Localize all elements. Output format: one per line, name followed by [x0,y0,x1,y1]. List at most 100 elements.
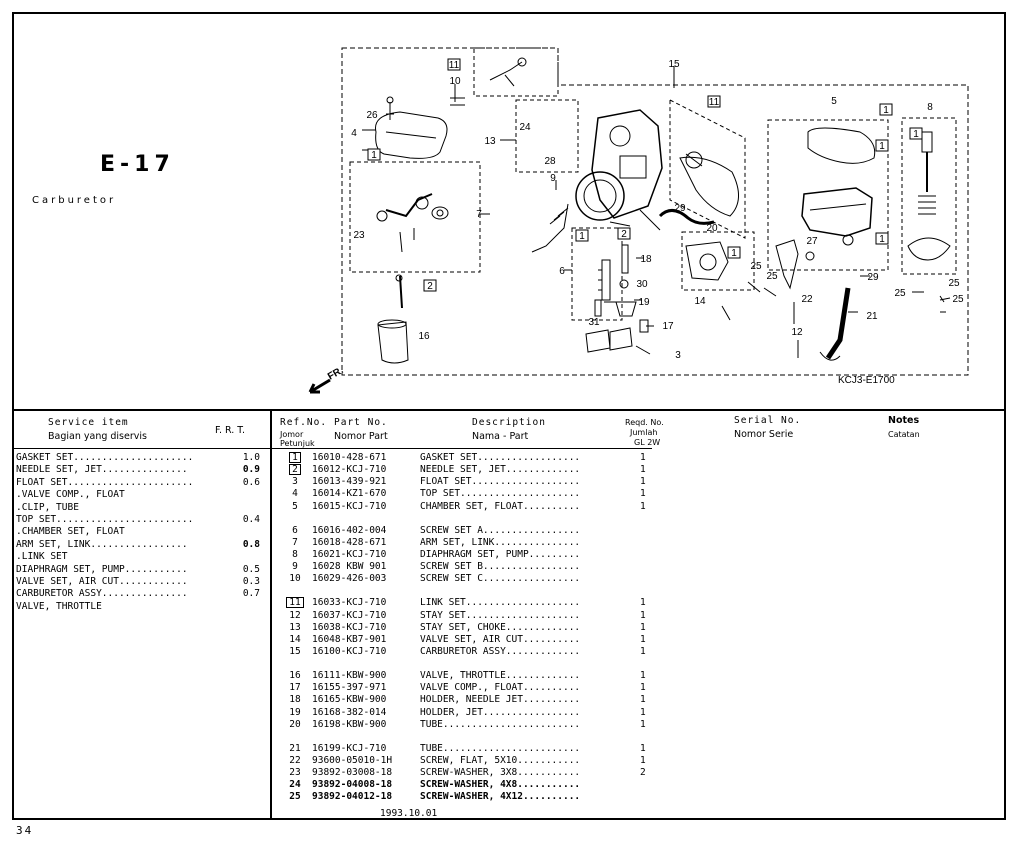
part-ref-no: 17 [289,682,301,694]
service-item-frt: 0.6 [242,476,260,488]
section-title: Carburetor [32,195,117,206]
part-description: NEEDLE SET, JET............. [420,464,581,476]
svg-text:29: 29 [867,272,879,283]
svg-text:22: 22 [801,294,813,305]
part-description: CARBURETOR ASSY............. [420,645,581,657]
part-quantity: 1 [640,633,646,645]
service-item-row: DIAPHRAGM SET, PUMP...........0.5 [14,564,260,576]
header-serial-no: Serial No. [734,415,802,426]
svg-text:20: 20 [706,223,718,234]
part-number: 16018-428-671 [312,536,387,548]
header-service-item: Service item [48,417,129,428]
part-description: SCREW SET B................. [420,561,581,573]
part-ref-no: 24 [289,779,301,791]
service-item-name: GASKET SET..................... [16,452,194,463]
header-rule-right [272,448,652,449]
svg-text:16: 16 [418,331,430,342]
svg-text:25: 25 [948,278,960,289]
service-item-name: .LINK SET [16,551,68,563]
section-code: E-17 [100,152,175,177]
part-description: FLOAT SET................... [420,476,581,488]
revision-date: 1993.10.01 [380,808,438,819]
part-number: 16029-426-003 [312,573,387,585]
service-item-name: .CLIP, TUBE [16,501,79,513]
svg-text:25: 25 [766,271,778,282]
part-quantity: 1 [640,670,646,682]
part-number: 16010-428-671 [312,452,387,463]
part-number: 16013-439-921 [312,476,387,488]
svg-text:24: 24 [519,122,531,133]
part-number: 93600-05010-1H [312,754,393,766]
svg-text:1: 1 [883,105,889,116]
part-quantity: 1 [640,754,646,766]
service-item-name: VALVE SET, AIR CUT............ [16,575,188,587]
part-quantity: 1 [640,694,646,706]
header-description: Description [472,417,546,428]
svg-text:18: 18 [640,254,652,265]
header-service-item-local: Bagian yang diservis [48,431,147,442]
service-item-row: .LINK SET [14,551,260,563]
part-ref-no: 25 [289,791,301,803]
svg-text:14: 14 [694,296,706,307]
service-item-frt: 0.7 [242,588,260,600]
svg-text:25: 25 [894,288,906,299]
svg-text:1: 1 [371,150,377,161]
part-ref-no: 8 [292,548,298,560]
part-description: STAY SET, CHOKE............. [420,621,581,633]
svg-text:1: 1 [731,248,737,259]
front-direction-label: FR. [326,365,346,383]
svg-text:29: 29 [674,203,686,214]
part-description: TUBE........................ [420,742,581,754]
svg-text:9: 9 [550,173,556,184]
part-quantity: 1 [640,706,646,718]
part-ref-no: 11 [284,597,306,609]
header-reqd-model: GL 2W [634,438,661,447]
service-item-name: TOP SET........................ [16,513,194,525]
svg-text:31: 31 [588,317,600,328]
part-description: LINK SET.................... [420,597,581,609]
part-ref-no: 16 [289,670,301,682]
part-ref-no: 2 [284,464,306,476]
part-ref-no: 4 [292,488,298,500]
service-item-row: GASKET SET.....................1.0 [14,452,260,464]
part-description: SCREW, FLAT, 5X10........... [420,754,581,766]
part-quantity: 1 [640,464,646,476]
svg-text:1: 1 [879,234,885,245]
service-item-name: .CHAMBER SET, FLOAT [16,526,125,538]
service-item-frt: 0.8 [242,538,260,550]
service-item-row: .CLIP, TUBE [14,502,260,514]
part-ref-no: 15 [289,645,301,657]
svg-text:25: 25 [952,294,964,305]
svg-text:4: 4 [351,128,357,139]
part-description: TUBE........................ [420,718,581,730]
page-number: 34 [16,824,34,837]
part-ref-no: 23 [289,767,301,779]
service-item-row: .CHAMBER SET, FLOAT [14,526,260,538]
service-item-name: DIAPHRAGM SET, PUMP........... [16,563,188,575]
part-quantity: 1 [640,682,646,694]
part-quantity: 1 [640,621,646,633]
svg-text:17: 17 [662,321,674,332]
part-number: 16199-KCJ-710 [312,742,387,754]
header-description-local: Nama - Part [472,431,529,442]
vertical-divider [270,409,272,820]
part-ref-no: 13 [289,621,301,633]
part-number: 16014-KZ1-670 [312,488,387,500]
service-item-row: .VALVE COMP., FLOAT [14,489,260,501]
part-number: 16037-KCJ-710 [312,609,387,621]
part-description: VALVE, THROTTLE............. [420,670,581,682]
part-quantity: 1 [640,597,646,609]
part-description: STAY SET.................... [420,609,581,621]
service-item-frt: 0.3 [242,575,260,587]
part-number: 16015-KCJ-710 [312,500,387,512]
